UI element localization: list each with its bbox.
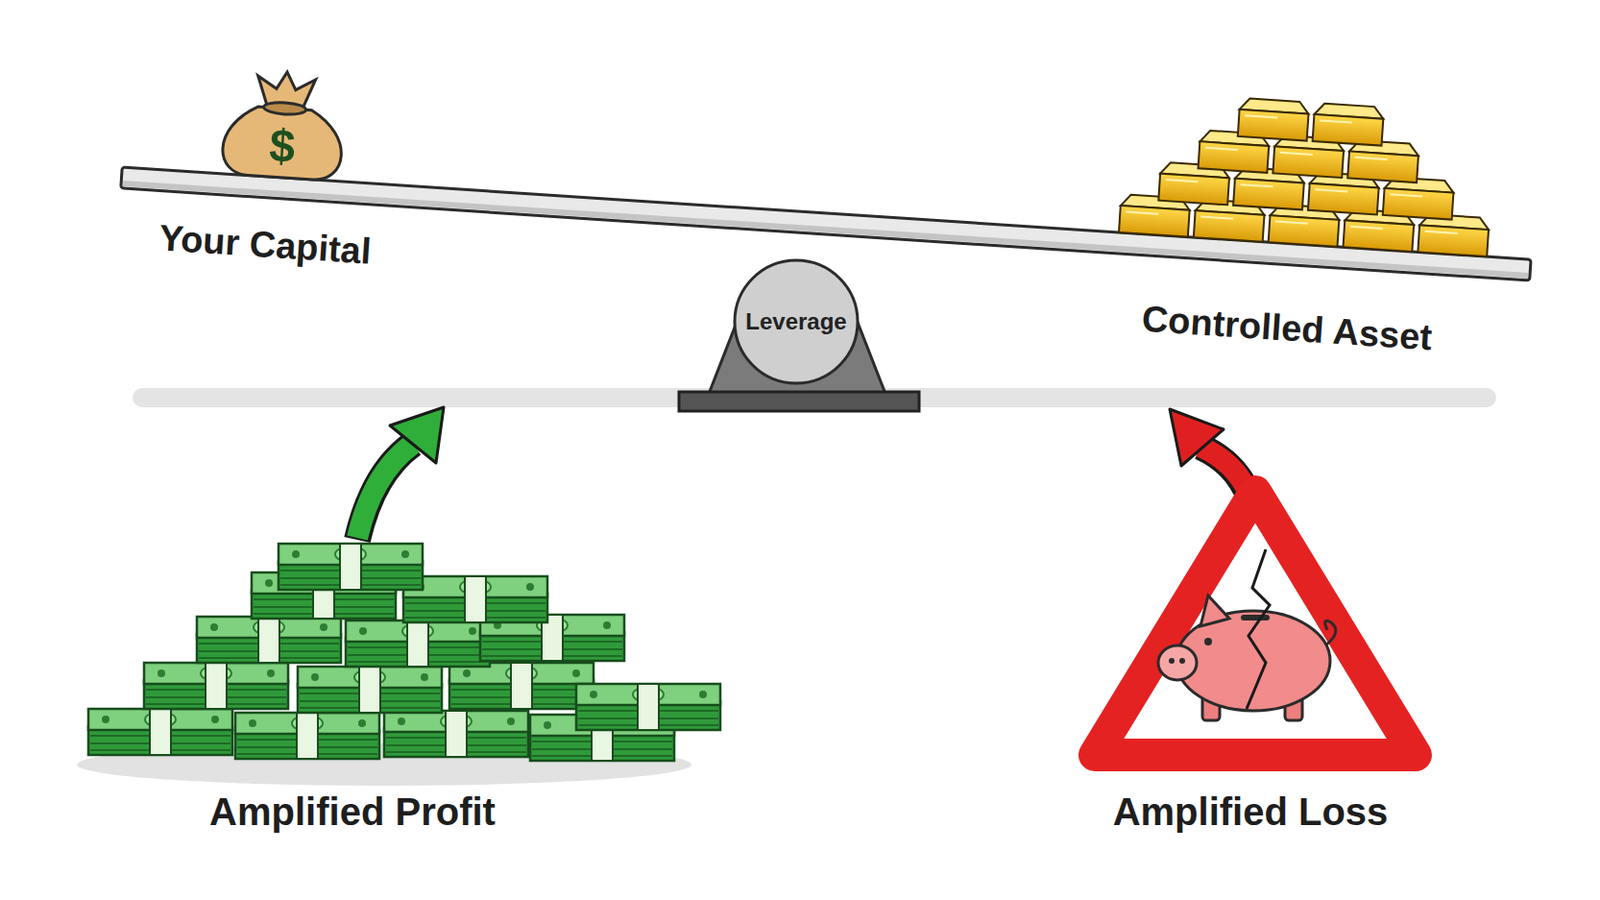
caption-label: Your Capital (157, 217, 372, 272)
seesaw-beam (121, 24, 1541, 281)
money-pile (76, 543, 721, 786)
piggy-bank (1158, 549, 1336, 721)
caption-label: Amplified Profit (209, 790, 496, 834)
money-bag (220, 68, 346, 182)
profit-arrow (357, 407, 444, 540)
caption-label: Controlled Asset (1140, 298, 1434, 360)
warning-triangle (1094, 491, 1416, 755)
loss-arrow (1169, 409, 1251, 500)
node-label: Leverage (745, 308, 847, 336)
fulcrum-circle: Leverage (732, 258, 860, 386)
caption-label: Amplified Loss (1113, 790, 1389, 834)
currency-symbol: $ (267, 119, 297, 174)
gold-bars (1118, 90, 1497, 257)
